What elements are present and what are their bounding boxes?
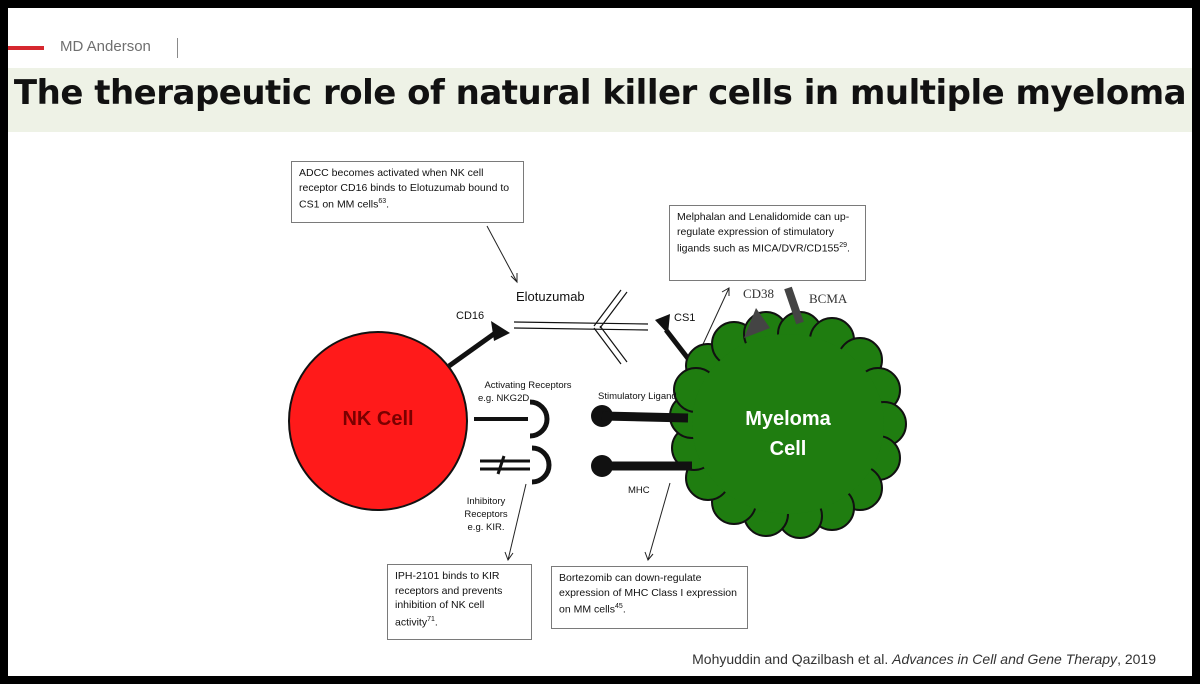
slide-title: The therapeutic role of natural killer c…: [13, 73, 1187, 113]
label-mhc: MHC: [628, 485, 650, 496]
label-inhibitory-line3: e.g. KIR.: [467, 522, 505, 533]
nk-myeloma-diagram: [288, 225, 907, 562]
stimulatory-ligand-stalk: [601, 411, 689, 423]
bortezomib-arrowhead: [644, 551, 654, 561]
iph-arrowhead: [504, 551, 514, 562]
citation-authors: Mohyuddin and Qazilbash et al.: [692, 651, 889, 667]
callout-melphalan-end: .: [847, 242, 850, 255]
citation-year: , 2019: [1117, 651, 1156, 667]
nk-cell: [288, 331, 468, 511]
callout-bortezomib-text: Bortezomib can down-regulate expression …: [559, 572, 737, 616]
brand-name: MD Anderson: [60, 38, 151, 55]
callout-iph-text: IPH-2101 binds to KIR receptors and prev…: [395, 570, 503, 628]
activating-receptor-cup: [529, 399, 550, 439]
bortezomib-arrow: [647, 482, 671, 561]
label-cs1: CS1: [674, 312, 696, 324]
slide: MD Anderson The therapeutic role of natu…: [8, 8, 1192, 676]
myeloma-label-line2: Cell: [769, 438, 807, 460]
label-inhibitory-line1: Inhibitory: [466, 496, 506, 507]
label-inhibitory-receptors: Inhibitory Receptors e.g. KIR.: [454, 495, 518, 534]
cd16-receptor: [491, 321, 510, 341]
adcc-arrowhead: [510, 273, 518, 284]
title-band: The therapeutic role of natural killer c…: [8, 68, 1192, 132]
callout-melphalan: Melphalan and Lenalidomide can up-regula…: [669, 205, 866, 281]
label-activating-line1: Activating Receptors: [484, 380, 572, 391]
cd38-marker: [744, 308, 770, 338]
callout-adcc-end: .: [386, 198, 390, 211]
callout-adcc-text: ADCC becomes activated when NK cell rece…: [299, 167, 510, 211]
inhibitory-block-mark: [496, 455, 506, 475]
label-cd38: CD38: [743, 286, 775, 301]
myeloma-label-line1: Myeloma: [745, 408, 831, 430]
callout-bortezomib: Bortezomib can down-regulate expression …: [551, 566, 748, 629]
label-stimulatory-ligand: Stimulatory Ligand: [598, 391, 677, 402]
iph-arrow: [507, 483, 527, 561]
bcma-marker: [784, 286, 804, 325]
callout-bortezomib-end: .: [622, 603, 626, 616]
myeloma-cell: [669, 311, 907, 539]
label-elotuzumab: Elotuzumab: [516, 289, 585, 304]
callout-adcc: ADCC becomes activated when NK cell rece…: [291, 161, 524, 223]
myeloma-cell-label: Myeloma Cell: [708, 404, 868, 464]
adcc-arrow: [486, 225, 518, 283]
citation: Mohyuddin and Qazilbash et al. Advances …: [692, 651, 1156, 667]
callout-iph: IPH-2101 binds to KIR receptors and prev…: [387, 564, 532, 640]
callout-bortezomib-ref: 45: [615, 603, 623, 610]
elotuzumab-antibody: [513, 289, 649, 365]
nk-cell-label: NK Cell: [342, 408, 414, 430]
cd16-stalk: [447, 328, 500, 369]
callout-melphalan-ref: 29: [839, 242, 848, 249]
callout-iph-end: .: [434, 616, 438, 628]
callout-arrows: [486, 225, 730, 562]
label-cd16: CD16: [456, 310, 485, 322]
melphalan-arrowhead: [721, 287, 730, 296]
label-activating-receptors: Activating Receptors e.g. NKG2D: [472, 379, 584, 405]
citation-journal: Advances in Cell and Gene Therapy: [892, 651, 1118, 667]
inhibitory-receptor-cup: [531, 445, 552, 485]
label-bcma: BCMA: [809, 291, 848, 306]
callout-melphalan-text: Melphalan and Lenalidomide can up-regula…: [677, 211, 850, 255]
brand-divider: [177, 38, 178, 58]
brand-accent-bar: [8, 46, 44, 50]
cs1-receptor: [655, 314, 670, 334]
callout-iph-ref: 71: [427, 615, 435, 623]
label-activating-line2: e.g. NKG2D: [478, 393, 530, 404]
callout-adcc-ref: 63: [378, 198, 387, 205]
label-inhibitory-line2: Receptors: [464, 509, 508, 520]
